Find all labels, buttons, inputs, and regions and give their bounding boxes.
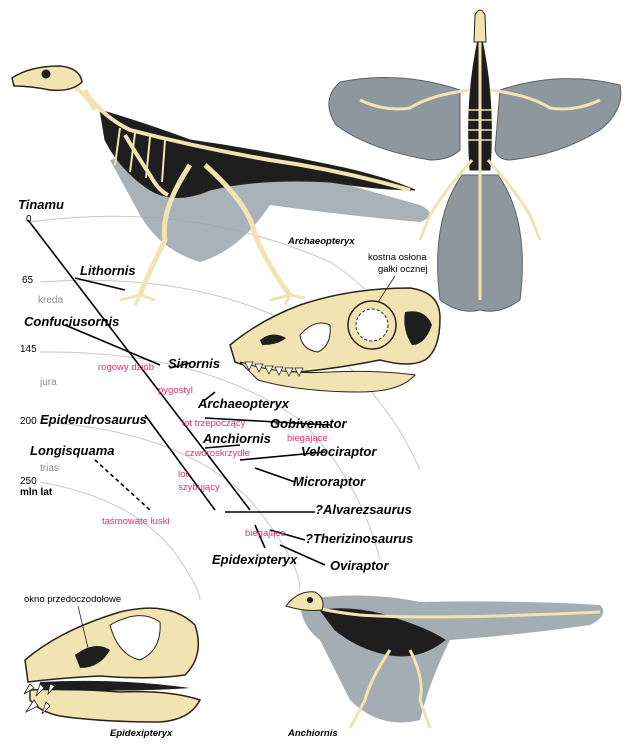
taxon-epidendrosaurus: Epidendrosaurus — [40, 412, 147, 427]
taxon-gobivenator: Gobivenator — [270, 416, 348, 431]
anchiornis-skeleton: Anchiornis — [286, 592, 603, 739]
taxon-epidexipteryx: Epidexipteryx — [212, 552, 298, 567]
taxon-archaeopteryx: Archaeopteryx — [197, 396, 290, 411]
trait-tasmowate-luski: taśmowate łuski — [102, 516, 170, 527]
sclerotic-ring-inner — [356, 309, 388, 341]
trait-biegajace-2: biegające — [245, 528, 286, 539]
top-skull — [474, 10, 486, 42]
taxon-tinamu: Tinamu — [18, 197, 64, 212]
tick-250: 250 — [20, 476, 37, 487]
taxon-microraptor: Microraptor — [293, 474, 366, 489]
period-kreda: kreda — [38, 295, 63, 306]
trait-pygostyl: pygostyl — [158, 385, 193, 396]
period-trias: trias — [40, 463, 59, 474]
epi-skull-cranium — [25, 608, 198, 682]
archaeopteryx-caption: Archaeopteryx — [287, 236, 355, 247]
taxon-anchiornis: Anchiornis — [202, 431, 271, 446]
archaeopteryx-top-view — [329, 10, 621, 311]
taxon-lithornis: Lithornis — [80, 263, 136, 278]
tick-145: 145 — [20, 344, 37, 355]
left-wing — [329, 78, 460, 161]
epi-skull-jaw — [30, 689, 200, 722]
anchiornis-skull — [286, 592, 323, 611]
trait-rogowy-dziob: rogowy dziób — [98, 362, 154, 373]
branch-lithornis — [75, 278, 125, 290]
taxon-oviraptor: Oviraptor — [330, 558, 389, 573]
taxon-alvarezsaurus: ?Alvarezsaurus — [315, 502, 412, 517]
period-jura: jura — [39, 377, 57, 388]
trait-biegajace-1: biegające — [287, 433, 328, 444]
antorbital-label: okno przedoczodołowe — [24, 594, 121, 605]
tick-65: 65 — [22, 275, 34, 286]
taxon-sinornis: Sinornis — [168, 356, 220, 371]
tick-200: 200 — [20, 416, 37, 427]
arc-250 — [40, 482, 200, 600]
taxon-confuciusornis: Confuciusornis — [24, 314, 119, 329]
trait-czworoskrzydle: czworoskrzydłe — [185, 448, 250, 459]
taxon-velociraptor: Velociraptor — [301, 444, 377, 459]
trait-lot: lot — [178, 469, 188, 480]
anchiornis-caption: Anchiornis — [287, 728, 338, 739]
taxon-longisquama: Longisquama — [30, 443, 115, 458]
trait-szybujacy: szybujący — [178, 482, 220, 493]
right-wing — [495, 79, 621, 160]
unit-label: mln lat — [20, 487, 53, 498]
archaeopteryx-skull-detail: kostna osłona gałki ocznej — [230, 252, 440, 392]
branch-epidendrosaurus — [145, 415, 215, 510]
epidexipteryx-skull: okno przedoczodołowe Epidexipteryx — [24, 594, 200, 739]
epidexipteryx-caption: Epidexipteryx — [110, 728, 173, 739]
trait-lot-trzepoczacy: lot trzepoczący — [182, 418, 246, 429]
taxon-therizinosaurus: ?Therizinosaurus — [305, 531, 413, 546]
epi-gap — [40, 681, 190, 691]
eye-ring-label-2: gałki ocznej — [378, 264, 428, 275]
tick-0: 0 — [26, 214, 32, 225]
archaeopteryx-eye — [41, 69, 51, 79]
archaeopteryx-foot-front — [120, 295, 155, 305]
archaeopteryx-foot-back — [270, 295, 305, 305]
anchiornis-eye — [307, 597, 313, 603]
branch-microraptor — [255, 468, 295, 482]
branch-longisquama — [95, 460, 150, 510]
eye-ring-label-1: kostna osłona — [368, 252, 427, 263]
